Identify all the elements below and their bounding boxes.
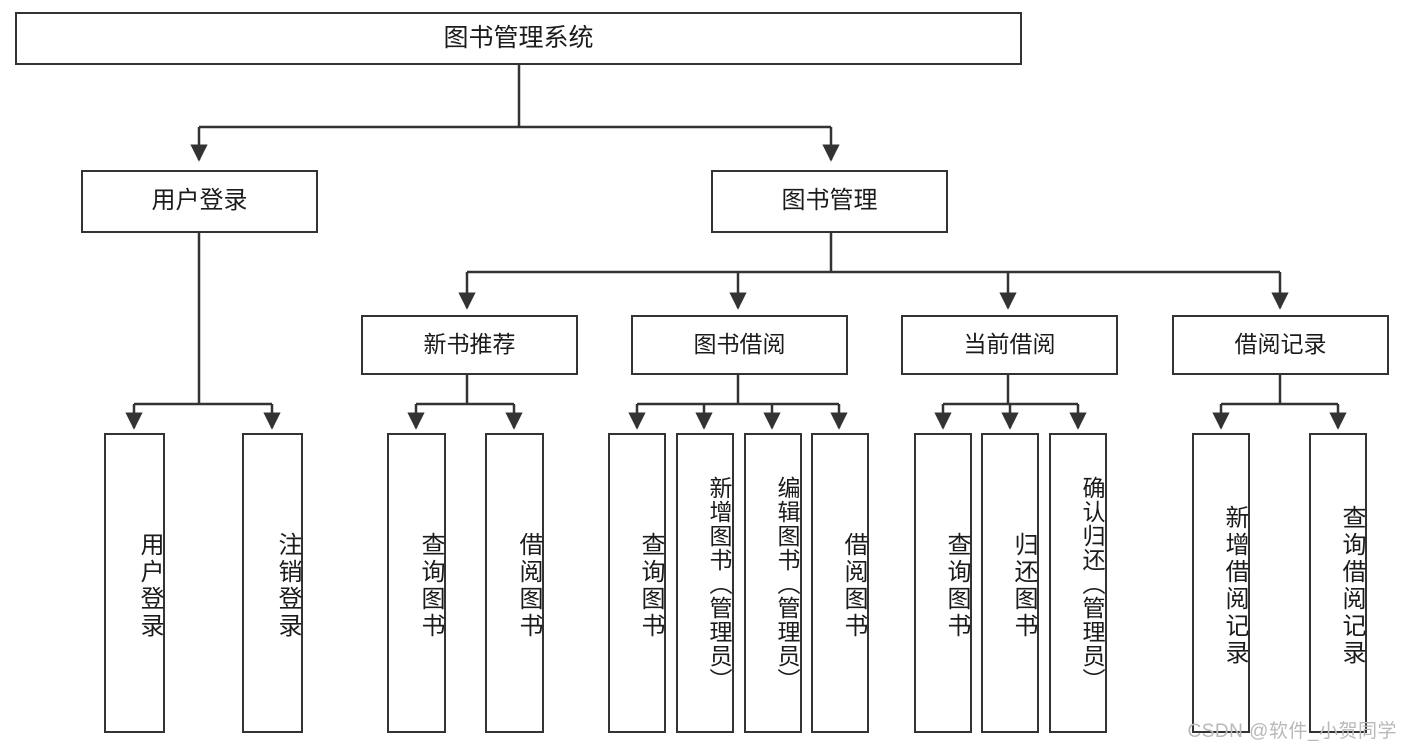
leaf-current-borrow-return-book[interactable]: 归还图书: [981, 433, 1039, 733]
node-label: 用户登录: [136, 532, 163, 640]
node-label: 借阅图书: [840, 532, 867, 640]
node-label: 图书借阅: [693, 331, 786, 358]
node-label: 查询图书: [943, 532, 970, 640]
node-label: 借阅图书: [515, 532, 542, 640]
node-book-management[interactable]: 图书管理: [711, 170, 948, 233]
node-label: 借阅记录: [1234, 331, 1327, 358]
node-new-book-recommend[interactable]: 新书推荐: [361, 315, 578, 375]
leaf-book-borrow-query-book[interactable]: 查询图书: [608, 433, 666, 733]
node-label: 用户登录: [151, 187, 248, 215]
node-label: 图书管理系统: [443, 23, 594, 52]
leaf-book-borrow-edit-book-admin[interactable]: 编辑图书（管理员）: [744, 433, 802, 733]
node-label: 图书管理: [781, 187, 878, 215]
leaf-book-borrow-add-book-admin[interactable]: 新增图书（管理员）: [676, 433, 734, 733]
leaf-user-login-logout[interactable]: 注销登录: [242, 433, 303, 733]
node-label: 新增借阅记录: [1221, 505, 1248, 667]
node-label: 新增图书（管理员）: [706, 476, 732, 692]
csdn-watermark: CSDN @软件_小贺同学: [1187, 721, 1397, 742]
node-label: 归还图书: [1010, 532, 1037, 640]
node-label: 查询图书: [417, 532, 444, 640]
leaf-user-login-login[interactable]: 用户登录: [104, 433, 165, 733]
node-book-borrow[interactable]: 图书借阅: [631, 315, 848, 375]
node-label: 确认归还（管理员）: [1079, 476, 1105, 692]
node-label: 注销登录: [274, 532, 301, 640]
node-user-login[interactable]: 用户登录: [81, 170, 318, 233]
node-label: 查询借阅记录: [1338, 505, 1365, 667]
leaf-borrow-record-query-record[interactable]: 查询借阅记录: [1309, 433, 1367, 733]
node-label: 查询图书: [637, 532, 664, 640]
node-borrow-record[interactable]: 借阅记录: [1172, 315, 1389, 375]
node-label: 编辑图书（管理员）: [774, 476, 800, 692]
leaf-book-borrow-borrow-book[interactable]: 借阅图书: [811, 433, 869, 733]
node-label: 新书推荐: [423, 331, 516, 358]
node-root-book-management-system[interactable]: 图书管理系统: [15, 12, 1022, 65]
leaf-borrow-record-add-record[interactable]: 新增借阅记录: [1192, 433, 1250, 733]
leaf-new-book-borrow-book[interactable]: 借阅图书: [485, 433, 544, 733]
node-label: 当前借阅: [963, 331, 1056, 358]
leaf-current-borrow-confirm-return-admin[interactable]: 确认归还（管理员）: [1049, 433, 1107, 733]
leaf-new-book-query-book[interactable]: 查询图书: [387, 433, 446, 733]
node-current-borrow[interactable]: 当前借阅: [901, 315, 1118, 375]
leaf-current-borrow-query-book[interactable]: 查询图书: [914, 433, 972, 733]
